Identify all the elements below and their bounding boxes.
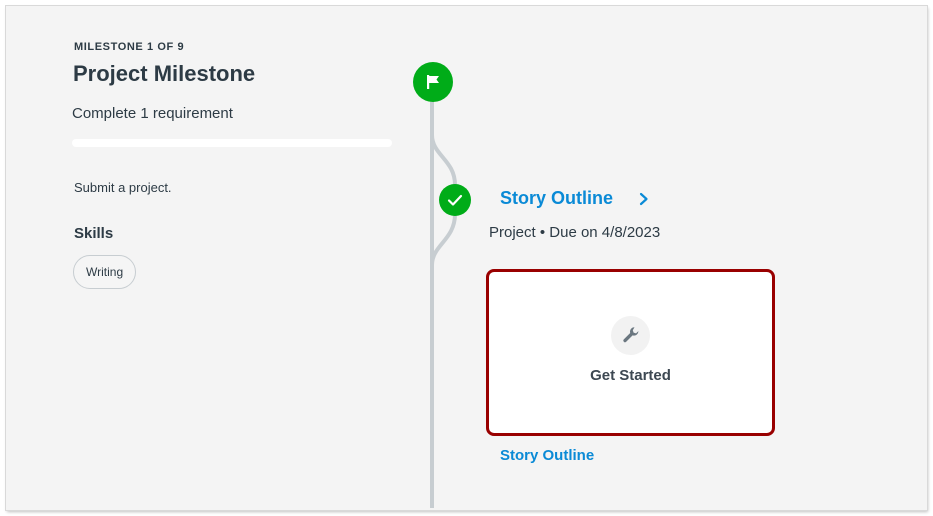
skills-heading: Skills xyxy=(74,225,114,242)
skill-pill: Writing xyxy=(73,255,137,289)
check-icon xyxy=(447,194,463,206)
requirement-complete-node xyxy=(439,184,471,216)
flag-icon xyxy=(427,75,439,89)
story-outline-link[interactable]: Story Outline xyxy=(500,447,595,464)
requirement-meta: Project • Due on 4/8/2023 xyxy=(489,224,661,241)
milestone-description: Submit a project. xyxy=(74,180,172,195)
page-title: Project Milestone xyxy=(73,61,256,86)
requirement-title-link[interactable]: Story Outline xyxy=(500,188,614,208)
milestone-counter: MILESTONE 1 OF 9 xyxy=(74,41,185,53)
get-started-card[interactable]: Get Started xyxy=(486,269,775,436)
get-started-label: Get Started xyxy=(590,366,671,384)
wrench-icon xyxy=(611,315,650,355)
chevron-right-icon[interactable] xyxy=(636,188,652,210)
milestone-start-node xyxy=(413,62,453,102)
progress-bar xyxy=(72,139,392,147)
requirement-text: Complete 1 requirement xyxy=(72,105,233,122)
